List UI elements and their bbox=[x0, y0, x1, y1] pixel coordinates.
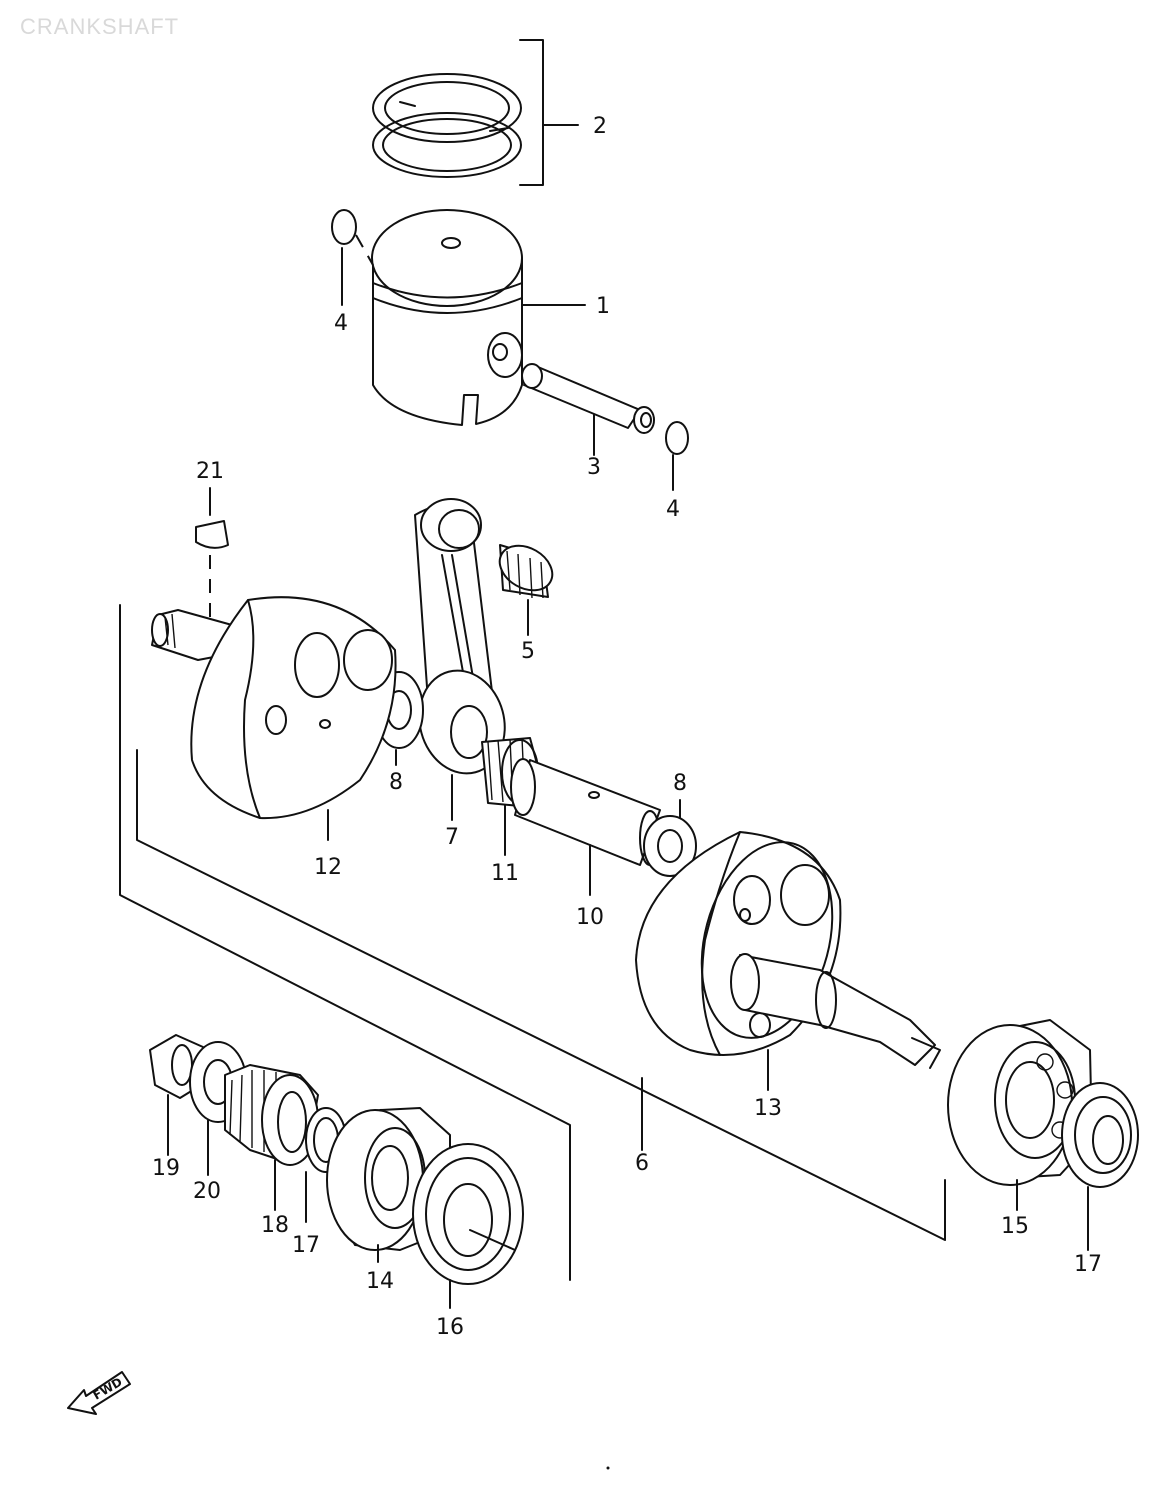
piston-rings bbox=[372, 73, 522, 178]
primary-gear bbox=[224, 1064, 319, 1166]
callout-8-right: 8 bbox=[673, 771, 687, 796]
callout-21: 21 bbox=[196, 459, 224, 484]
callout-14: 15 bbox=[1001, 1214, 1029, 1239]
callout-4-left: 4 bbox=[334, 311, 348, 336]
callout-17: 17 bbox=[292, 1233, 320, 1258]
circlip-left bbox=[331, 209, 357, 245]
callout-2: 2 bbox=[593, 114, 607, 139]
crank-pin bbox=[510, 758, 661, 866]
small-end-bearing bbox=[498, 544, 554, 599]
callout-12: 13 bbox=[754, 1096, 782, 1121]
callout-1: 1 bbox=[596, 294, 610, 319]
callout-18: 18 bbox=[261, 1213, 289, 1238]
callout-19: 19 bbox=[152, 1156, 180, 1181]
callout-16: 17 bbox=[1074, 1252, 1102, 1277]
right-crank-web bbox=[635, 831, 941, 1069]
ring-set-bracket bbox=[519, 39, 544, 186]
callout-3: 3 bbox=[587, 455, 601, 480]
piston-pin bbox=[521, 363, 655, 434]
left-crank-web bbox=[151, 596, 397, 820]
left-oil-seal bbox=[412, 1143, 524, 1285]
forward-arrow-icon: FWD bbox=[67, 1371, 131, 1415]
thrust-washer-right bbox=[643, 815, 697, 877]
callout-10: 11 bbox=[491, 861, 519, 886]
callout-15: 16 bbox=[436, 1315, 464, 1340]
crankshaft-assembly-bracket bbox=[119, 604, 946, 1281]
callout-13: 14 bbox=[366, 1269, 394, 1294]
callout-6: 6 bbox=[635, 1151, 649, 1176]
circlip-right bbox=[665, 421, 689, 455]
callout-11: 12 bbox=[314, 855, 342, 880]
callout-5: 5 bbox=[521, 639, 535, 664]
woodruff-key bbox=[195, 520, 229, 549]
callout-4-right: 4 bbox=[666, 497, 680, 522]
callout-7: 7 bbox=[445, 825, 459, 850]
callout-9: 10 bbox=[576, 905, 604, 930]
piston bbox=[371, 209, 523, 426]
callout-8-left: 8 bbox=[389, 770, 403, 795]
callout-labels: 2 1 4 3 4 21 5 8 8 7 12 11 10 13 6 19 20… bbox=[152, 114, 1102, 1340]
right-oil-seal bbox=[1061, 1082, 1139, 1188]
diagram-title: CRANKSHAFT bbox=[20, 14, 180, 39]
callout-20: 20 bbox=[193, 1179, 221, 1204]
